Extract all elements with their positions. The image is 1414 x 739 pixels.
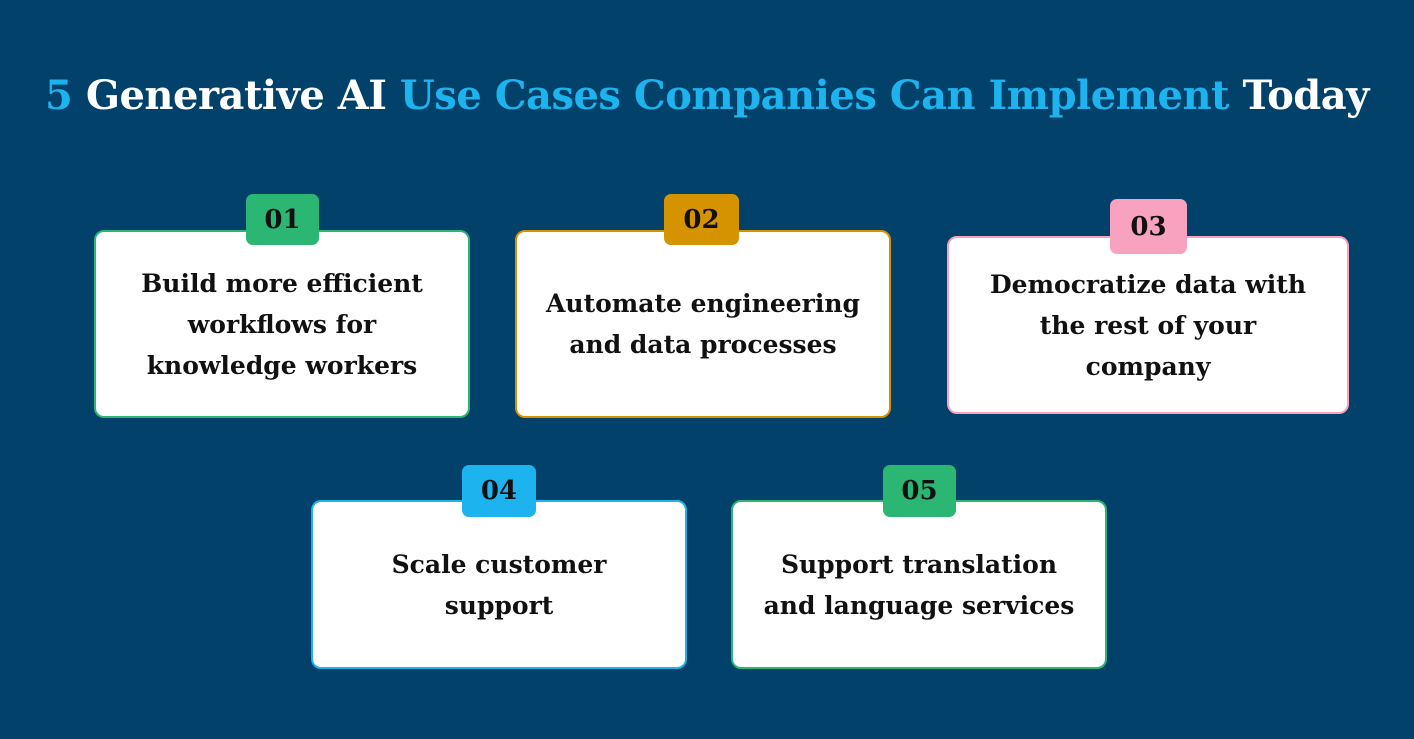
use-case-text-5: Support translation and language service… [764, 544, 1075, 626]
use-case-2-line-2: and data processes [569, 330, 837, 359]
title-today: Today [1229, 72, 1369, 119]
use-case-3-line-3: company [1085, 351, 1211, 381]
page-title: 5 Generative AI Use Cases Companies Can … [0, 72, 1414, 119]
title-use-cases: Use Cases Companies Can Implement [399, 72, 1230, 119]
use-case-4-line-1: Scale customer [391, 549, 607, 579]
use-case-card-3: Democratize data with the rest of your c… [947, 236, 1349, 414]
number-badge-4: 04 [462, 465, 536, 517]
number-badge-2: 02 [664, 194, 739, 245]
use-case-text-3: Democratize data with the rest of your c… [990, 264, 1306, 387]
use-case-text-4: Scale customer support [392, 544, 607, 626]
use-case-4-line-2: support [444, 590, 554, 620]
title-generative-ai: Generative AI [72, 72, 400, 119]
use-case-1-line-3: knowledge workers [146, 350, 418, 380]
use-case-1-line-1: Build more efficient [141, 268, 423, 298]
number-badge-5: 05 [883, 465, 956, 517]
use-case-3-line-1: Democratize data with [989, 269, 1307, 299]
use-case-card-5: Support translation and language service… [731, 500, 1107, 669]
number-badge-3: 03 [1110, 199, 1187, 254]
title-number: 5 [45, 72, 73, 119]
use-case-2-line-1: Automate engineering [546, 289, 860, 318]
use-case-card-2: Automate engineering and data processes [515, 230, 891, 418]
use-case-text-1: Build more efficient workflows for knowl… [141, 263, 423, 386]
use-case-3-line-2: the rest of your [1039, 310, 1257, 340]
use-case-text-2: Automate engineering and data processes [546, 283, 860, 365]
use-case-card-1: Build more efficient workflows for knowl… [94, 230, 470, 418]
use-case-5-line-1: Support translation [780, 549, 1058, 579]
use-case-5-line-2: and language services [763, 590, 1075, 620]
number-badge-1: 01 [246, 194, 319, 245]
use-case-1-line-2: workflows for [187, 309, 377, 339]
use-case-card-4: Scale customer support [311, 500, 687, 669]
